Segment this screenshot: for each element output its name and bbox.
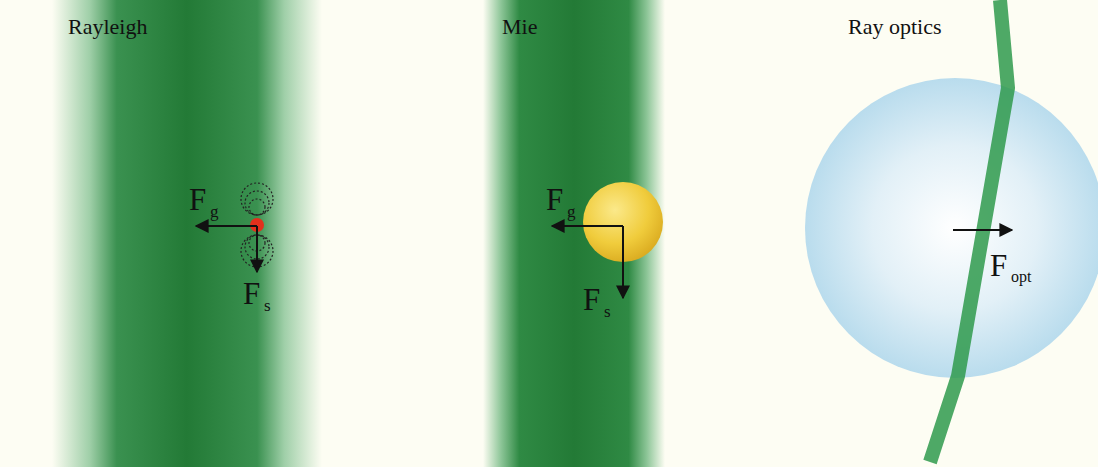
force-symbol: F	[189, 184, 206, 215]
force-symbol: F	[990, 250, 1007, 281]
force-symbol: F	[546, 184, 563, 215]
scattering-force-arrow	[256, 226, 258, 272]
laser-beam	[52, 0, 322, 467]
gradient-force-arrow	[552, 225, 623, 227]
laser-beam	[483, 0, 665, 467]
force-subscript: opt	[1011, 269, 1031, 285]
force-subscript: g	[210, 203, 219, 220]
ray-optics-particle	[805, 78, 1098, 378]
gradient-force-arrow	[196, 225, 257, 227]
force-symbol: F	[583, 284, 600, 315]
force-symbol: F	[243, 278, 260, 309]
regime-title: Ray optics	[848, 16, 942, 38]
force-subscript: s	[264, 297, 271, 314]
scattering-force-arrow	[622, 226, 624, 298]
regime-title: Mie	[502, 16, 537, 38]
regime-title: Rayleigh	[68, 16, 147, 38]
optical-force-arrow	[953, 229, 1012, 231]
force-subscript: g	[567, 203, 576, 220]
force-subscript: s	[604, 303, 611, 320]
